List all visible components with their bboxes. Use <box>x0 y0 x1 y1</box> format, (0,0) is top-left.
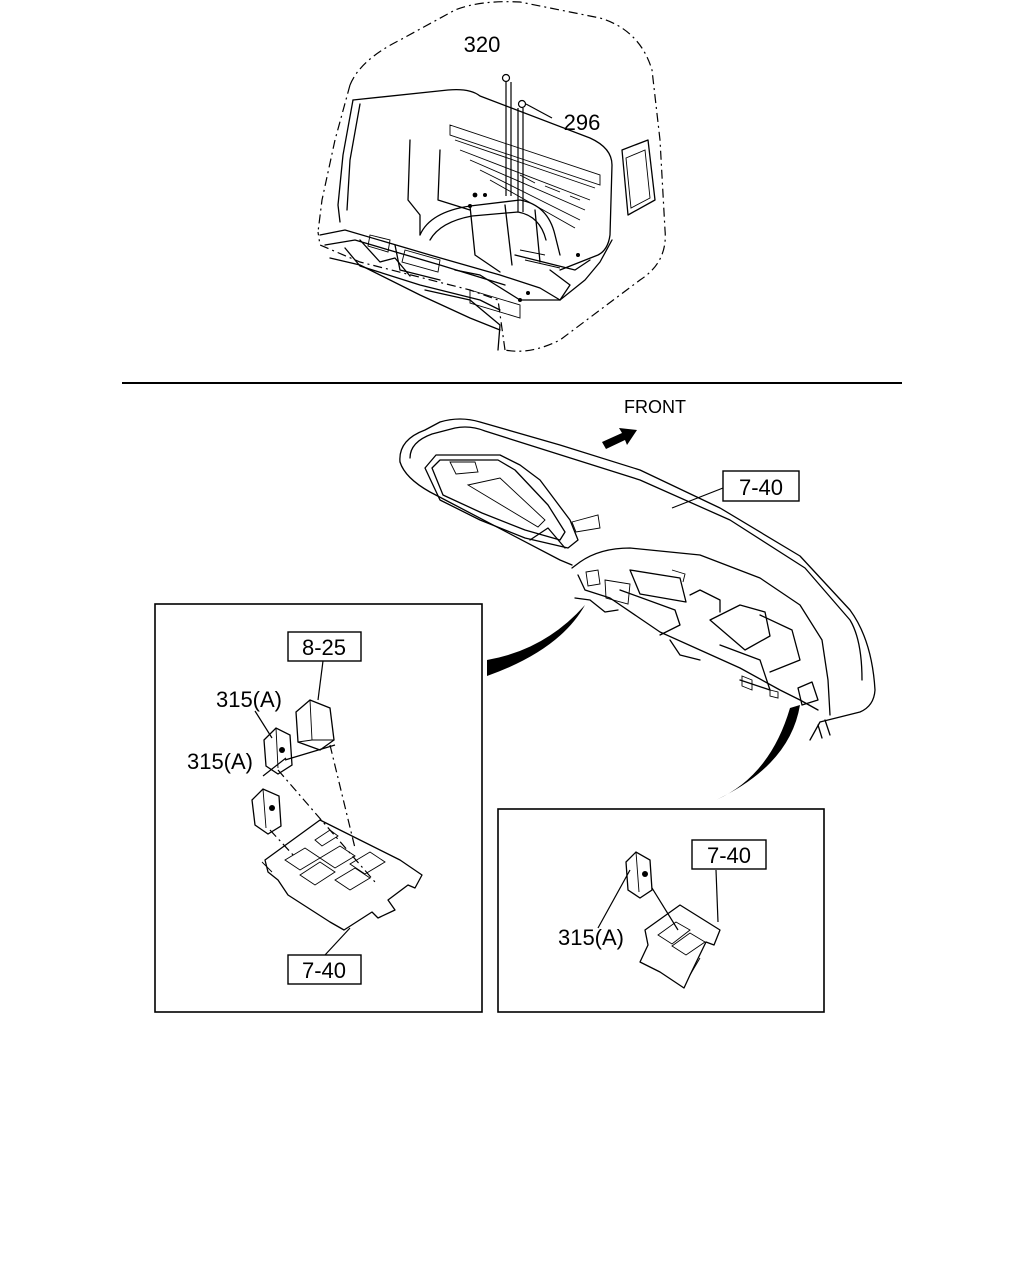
callout-box-8-25-left <box>287 631 362 662</box>
pointer-left-panel <box>487 605 585 676</box>
callout-7-40-right: 7-40 <box>707 843 751 868</box>
callout-box-7-40-dash <box>722 470 800 502</box>
callout-box-7-40-left <box>287 954 362 985</box>
left-panel-parts <box>251 699 423 931</box>
callout-7-40-left: 7-40 <box>302 958 346 983</box>
detail-panel-right <box>497 808 825 1013</box>
callout-box-7-40-right <box>691 839 767 870</box>
callout-8-25-left: 8-25 <box>302 635 346 660</box>
dashboard-illustration <box>399 418 876 741</box>
front-label: FRONT <box>624 397 686 417</box>
callout-320: 320 <box>464 32 501 57</box>
callout-315a-right: 315(A) <box>558 925 624 950</box>
callout-315a-left-upper: 315(A) <box>216 687 282 712</box>
callout-7-40-dash: 7-40 <box>739 475 783 500</box>
callout-315a-left-lower: 315(A) <box>187 749 253 774</box>
cab-illustration <box>317 1 666 352</box>
front-arrow-icon <box>602 428 637 449</box>
detail-panel-left <box>154 603 483 1013</box>
pointer-right-panel <box>716 705 800 800</box>
callout-296: 296 <box>564 110 601 135</box>
right-panel-parts <box>625 851 721 989</box>
